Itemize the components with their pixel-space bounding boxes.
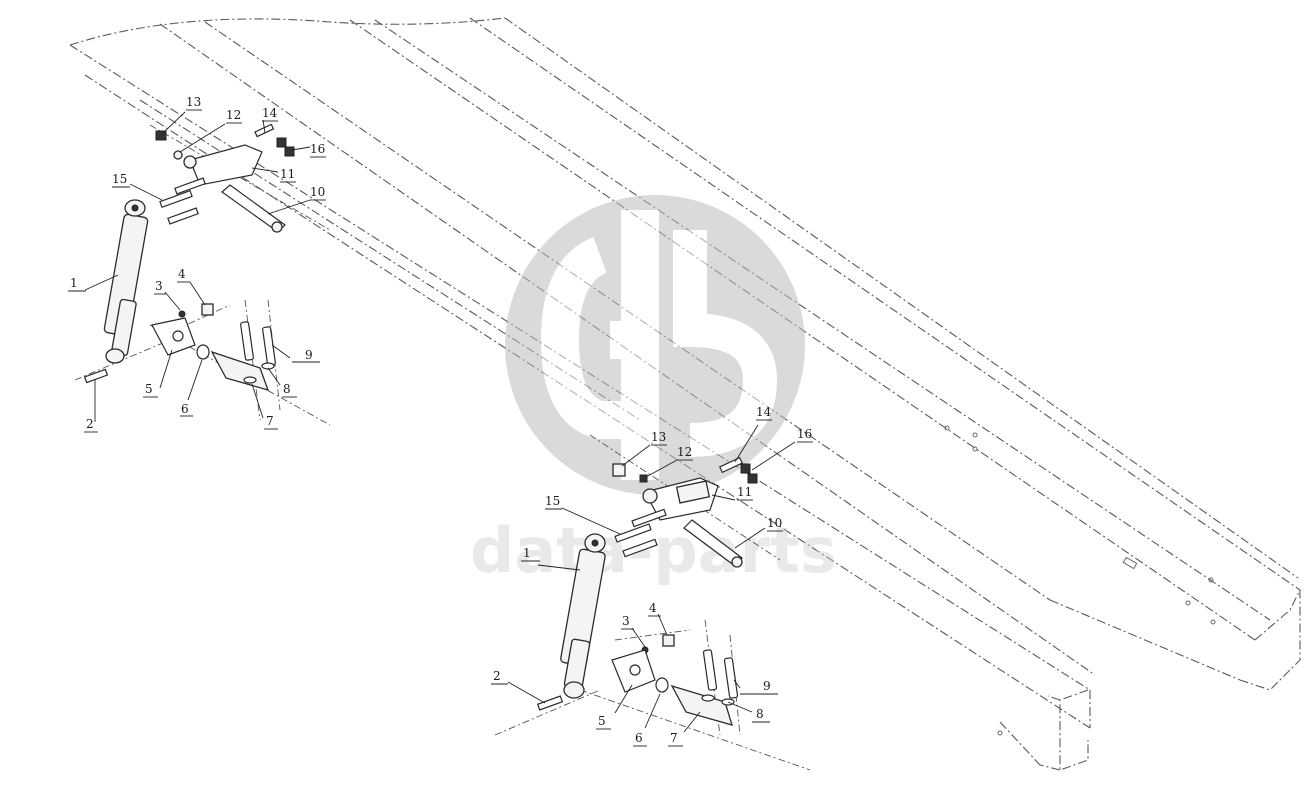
- svg-text:1: 1: [70, 276, 78, 290]
- main-washer-12: [639, 474, 648, 483]
- svg-text:5: 5: [598, 714, 606, 728]
- main-nut-13: [612, 463, 626, 477]
- watermark-text: data-parts: [470, 514, 837, 587]
- callout-tl-11: 11: [251, 167, 296, 183]
- svg-text:9: 9: [305, 348, 313, 362]
- main-view: [494, 434, 811, 771]
- callout-tl-8: 8: [267, 367, 297, 398]
- callout-tl-3: 3: [154, 279, 181, 311]
- callout-tl-16: 16: [291, 142, 326, 158]
- main-bolt-14: [718, 456, 744, 474]
- washer-12: [173, 150, 183, 160]
- main-callouts: 13 12 14 16 11 10 15: [491, 405, 813, 747]
- svg-text:13: 13: [651, 430, 666, 444]
- callout-tl-5: 5: [143, 349, 173, 398]
- main-nut-16a: [740, 463, 751, 474]
- svg-text:12: 12: [677, 445, 692, 459]
- callout-tl-2: 2: [84, 380, 98, 433]
- svg-text:1: 1: [523, 546, 531, 560]
- main-pin-2: [536, 695, 564, 711]
- callout-tl-15: 15: [112, 172, 163, 201]
- top-left-callouts: 13 12 14 16 11 10 15: [68, 95, 326, 433]
- svg-text:15: 15: [545, 494, 560, 508]
- bolts-upper: [159, 177, 206, 225]
- ring-6: [196, 344, 210, 360]
- callout-tl-1: 1: [68, 274, 119, 292]
- svg-text:7: 7: [266, 414, 274, 428]
- main-bolt-9a: [702, 649, 718, 691]
- gd-logo-icon: [505, 195, 805, 495]
- callout-tl-13: 13: [162, 95, 202, 134]
- nut-16b: [284, 146, 295, 157]
- callout-main-10: 10: [734, 516, 783, 549]
- callout-main-8: 8: [727, 701, 770, 723]
- callout-main-11: 11: [711, 485, 753, 501]
- callout-main-13: 13: [621, 430, 667, 467]
- svg-text:16: 16: [310, 142, 325, 156]
- washer-3: [178, 310, 186, 318]
- callout-main-5: 5: [596, 684, 633, 730]
- callout-main-16: 16: [751, 427, 813, 471]
- svg-text:12: 12: [226, 108, 241, 122]
- callout-main-12: 12: [645, 445, 693, 478]
- svg-text:14: 14: [262, 106, 278, 120]
- eye-7: [210, 350, 270, 391]
- svg-text:4: 4: [178, 267, 186, 281]
- pin-2: [83, 368, 109, 384]
- callout-main-3: 3: [621, 614, 646, 648]
- shock-absorber: [103, 199, 149, 364]
- callout-main-1: 1: [521, 546, 581, 571]
- main-bolts-upper: [614, 508, 667, 558]
- callout-tl-12: 12: [179, 108, 242, 153]
- svg-text:3: 3: [155, 279, 163, 293]
- bolt-9a: [240, 321, 254, 361]
- svg-text:5: 5: [145, 382, 153, 396]
- svg-text:16: 16: [797, 427, 812, 441]
- svg-text:14: 14: [756, 405, 772, 419]
- svg-text:15: 15: [112, 172, 127, 186]
- main-ring-6: [655, 677, 669, 693]
- callout-main-4: 4: [648, 601, 668, 636]
- callout-tl-6: 6: [180, 359, 203, 417]
- main-nut-4: [662, 634, 675, 647]
- callout-tl-7: 7: [251, 383, 278, 430]
- svg-text:9: 9: [763, 679, 771, 693]
- svg-text:11: 11: [280, 167, 295, 181]
- callout-main-6: 6: [633, 693, 661, 747]
- svg-text:2: 2: [493, 669, 501, 683]
- callout-tl-14: 14: [262, 106, 278, 134]
- svg-text:8: 8: [283, 382, 291, 396]
- callout-main-14: 14: [734, 405, 772, 463]
- main-nut-16b: [747, 473, 758, 484]
- svg-text:3: 3: [622, 614, 630, 628]
- main-bolt-9b: [723, 657, 739, 699]
- callout-main-15: 15: [545, 494, 621, 535]
- svg-text:6: 6: [181, 402, 189, 416]
- callout-main-2: 2: [491, 669, 546, 704]
- callout-main-9: 9: [733, 679, 778, 695]
- callout-tl-9: 9: [271, 344, 320, 363]
- svg-text:11: 11: [737, 485, 752, 499]
- svg-text:8: 8: [756, 707, 764, 721]
- upper-bracket: [183, 144, 286, 233]
- svg-text:13: 13: [186, 95, 201, 109]
- svg-text:2: 2: [86, 417, 94, 431]
- callout-main-7: 7: [668, 711, 701, 747]
- nut-16a: [276, 137, 287, 148]
- main-eye-7: [670, 684, 733, 726]
- callout-tl-10: 10: [267, 185, 326, 215]
- svg-text:6: 6: [635, 731, 643, 745]
- callout-tl-4: 4: [177, 267, 206, 306]
- nut-4: [201, 303, 214, 316]
- top-left-view: [74, 123, 331, 426]
- main-shock-absorber: [560, 533, 606, 699]
- svg-text:4: 4: [649, 601, 657, 615]
- watermark: data-parts: [470, 195, 837, 587]
- svg-text:7: 7: [670, 731, 678, 745]
- svg-text:10: 10: [767, 516, 782, 530]
- svg-text:10: 10: [310, 185, 325, 199]
- nut-13: [155, 130, 167, 141]
